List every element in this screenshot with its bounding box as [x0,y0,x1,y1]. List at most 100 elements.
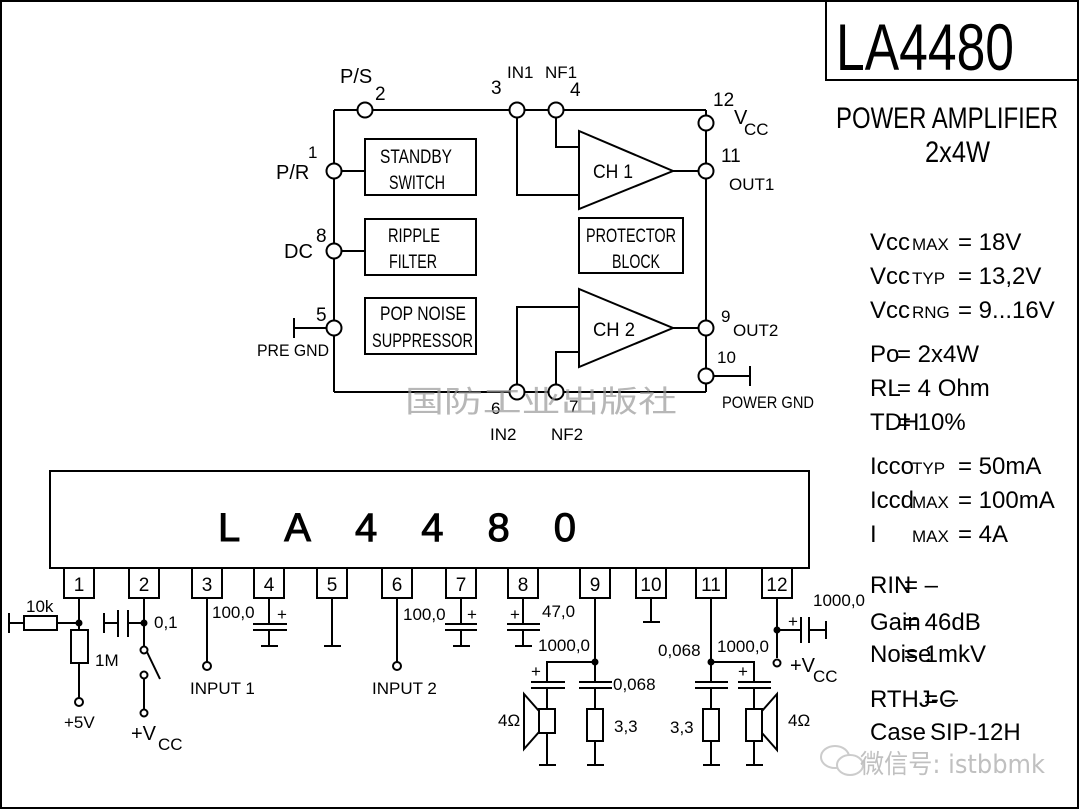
spec-value: SIP-12H [930,719,1021,746]
r-1m-label: 1M [95,651,119,670]
package-pin-number: 4 [264,575,275,596]
pin-11-name: OUT1 [729,175,774,194]
title-block: LA4480 POWER AMPLIFIER 2x4W [825,1,1078,169]
pin-12-number: 12 [713,90,734,111]
pin-7-name: NF2 [551,425,583,444]
spec-value: = 4 Ohm [897,375,990,402]
pin-6-terminal [508,383,526,401]
package-pin-number: 7 [456,575,467,596]
c-pin8-label: 47,0 [542,602,575,621]
pin-8-number: 8 [316,226,327,247]
spec-value: = 18V [958,229,1021,256]
package-pin-number: 9 [590,575,601,596]
package-pin-number: 11 [701,575,721,596]
junction-dot [75,619,83,627]
wechat-id: 微信号: istbbmk [860,750,1045,780]
block-label: FILTER [389,252,437,273]
spk2-label: 4Ω [498,711,520,730]
spec-name: Case [870,719,926,746]
pin-12-name-sub: CC [744,120,769,139]
plus-sign: + [531,662,541,681]
block-label: POP NOISE [380,304,466,325]
pin-4-terminal [547,101,565,119]
pin-5-number: 5 [316,305,327,326]
pin-7-number: 7 [569,397,578,416]
block-label: BLOCK [612,252,660,273]
ch2-amplifier [578,287,676,369]
spec-name: I [870,521,877,548]
standby-switch-block [364,138,477,196]
pin-3-terminal [508,101,526,119]
spec-qualifier: RNG [912,303,950,322]
switch-terminal [139,645,149,655]
spec-value: = 1mkV [904,641,986,668]
wechat-icon-bubble [836,754,864,776]
zobel-resistor-1 [702,708,720,742]
package-pin-number: 1 [74,575,85,596]
package-label: LA4480 [218,506,576,550]
spec-qualifier: TYP [912,459,945,478]
r-10k-label: 10k [26,597,54,616]
pin-12-name: V [734,107,748,129]
spec-value: = 2x4W [897,341,979,368]
resistor-1m [70,629,89,664]
standby-switch [146,651,161,680]
c-pin7-label: 100,0 [403,605,446,624]
plus-sign: + [738,662,748,681]
wire [516,118,579,196]
spec-name: TDH [870,409,919,436]
vcc-label-1: +V [131,723,157,745]
pin-6-name: IN2 [490,425,516,444]
ch1-label: CH 1 [593,162,633,183]
pin-10-number: 10 [717,348,736,367]
pin-8-name: DC [284,241,313,263]
block-diagram [293,101,751,401]
pin-5-name: PRE GND [257,341,329,360]
speaker-1-cone [761,691,778,753]
plus-sign: + [788,612,798,631]
input1-label: INPUT 1 [190,679,255,698]
pin-6-number: 6 [491,399,500,418]
package-pin-number: 10 [640,575,661,596]
pin-10-name: POWER GND [722,393,814,412]
pin-3-number: 3 [491,78,502,99]
spec-qualifier: MAX [912,527,949,546]
c-zobel2-label: 0,068 [613,675,656,694]
pin-11-number: 11 [721,146,741,167]
pin-9-name: OUT2 [733,321,778,340]
c-pin2-label: 0,1 [154,613,178,632]
c-out2-label: 1000,0 [538,636,590,655]
spec-name: Iccd [870,487,914,514]
block-label: STANDBY [380,147,452,168]
switch-terminal [139,670,149,680]
ch2-label: CH 2 [593,320,635,341]
package-body [49,470,810,569]
vcc-label-2-sub: CC [813,667,838,686]
spec-name: RL [870,375,901,402]
speaker-1 [745,708,763,742]
package-pin-number: 12 [766,575,787,596]
spec-value: = 9...16V [958,297,1055,324]
spec-qualifier: MAX [912,493,949,512]
publisher-watermark: 国防工业出版社 [405,385,677,420]
package-pin-number: 2 [139,575,150,596]
package-pin-number: 6 [392,575,403,596]
block-diagram-labels: STANDBY SWITCH RIPPLE FILTER POP NOISE S… [257,63,814,444]
spec-name: RTHJ-C [870,686,956,713]
ripple-filter-block [364,218,477,276]
pin-2-number: 2 [375,84,386,105]
vcc-label-1-sub: CC [158,735,183,754]
package-pin-number: 5 [327,575,338,596]
plus5v-label: +5V [64,713,95,732]
c-out1-label: 1000,0 [717,637,769,656]
input1-terminal [202,661,212,671]
pin-4-number: 4 [570,80,581,101]
pin-10-terminal [697,367,715,385]
plus-sign: + [467,605,477,624]
pin-5-terminal [325,319,343,337]
spec-value: = 10% [897,409,966,436]
application-circuit [8,598,827,766]
pin-9-number: 9 [721,307,730,326]
